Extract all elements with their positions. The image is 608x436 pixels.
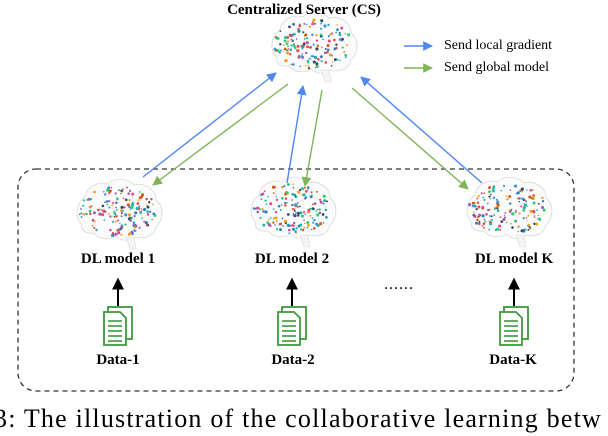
brain-icon: [77, 179, 162, 249]
download-arrow-1: [153, 84, 288, 185]
figure-caption: 3: The illustration of the collaborative…: [0, 402, 608, 436]
brain-icon: [272, 12, 357, 82]
legend-upload-label: Send local gradient: [444, 38, 552, 54]
download-arrow-2: [305, 90, 322, 186]
upload-arrow-k: [361, 77, 482, 183]
document-icon: [500, 307, 528, 345]
model-label-1: DL model 1: [48, 250, 188, 268]
data-label-1: Data-1: [68, 351, 168, 369]
ellipsis: ......: [384, 276, 414, 294]
document-icon: [104, 307, 132, 345]
legend-download-label: Send global model: [444, 60, 549, 76]
data-label-k: Data-K: [463, 351, 563, 369]
server-title: Centralized Server (CS): [0, 0, 608, 20]
model-label-k: DL model K: [444, 250, 584, 268]
brain-icon: [467, 177, 552, 247]
brain-icon: [251, 177, 336, 247]
download-arrow-k: [352, 88, 468, 189]
document-icon: [278, 307, 306, 345]
model-label-2: DL model 2: [222, 250, 362, 268]
upload-arrow-1: [143, 73, 276, 177]
data-label-2: Data-2: [243, 351, 343, 369]
